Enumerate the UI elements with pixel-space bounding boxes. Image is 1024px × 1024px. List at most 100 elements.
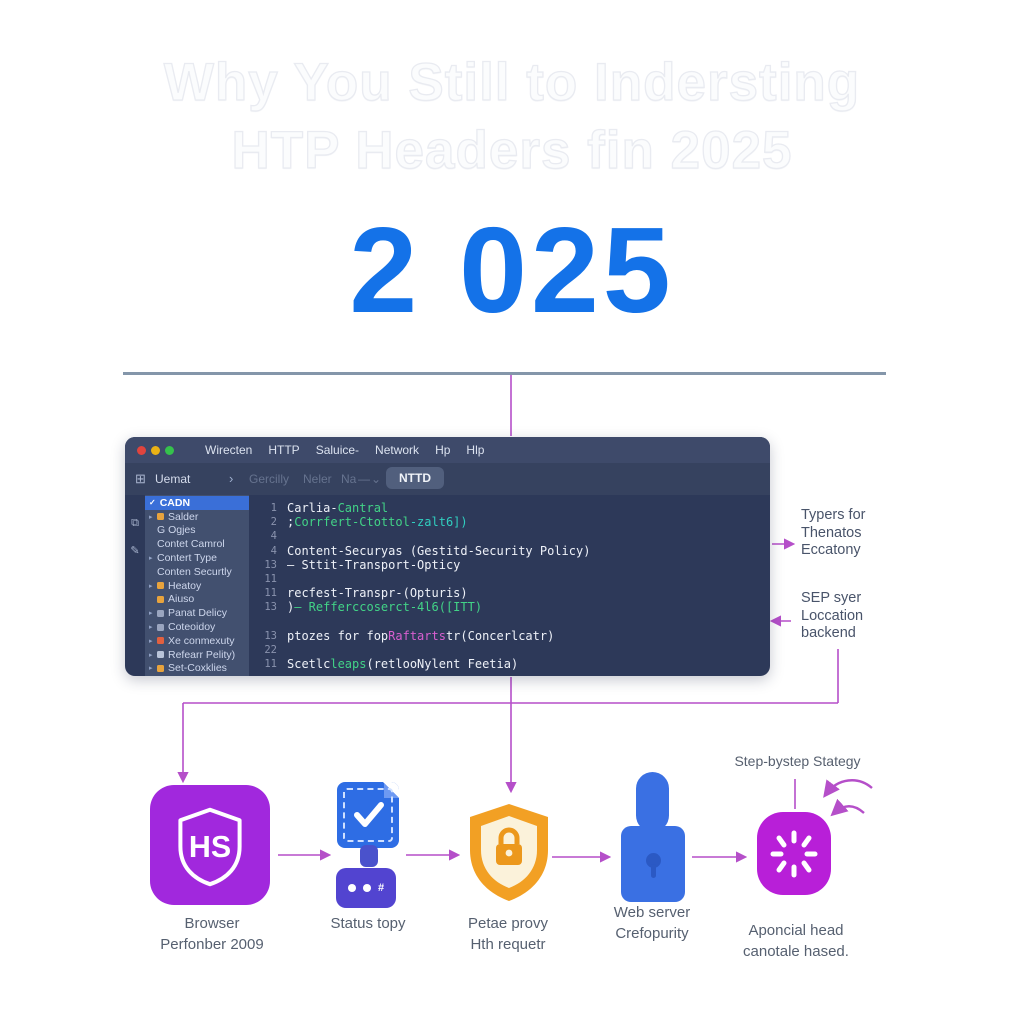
year-headline: 2 025 xyxy=(349,202,675,338)
sidebar-item[interactable]: G Ogjes xyxy=(145,524,249,538)
sidebar-item[interactable]: ▸ Salder xyxy=(145,510,249,524)
sidebar-item-label: Xe conmexuty xyxy=(168,634,235,647)
close-window-icon[interactable] xyxy=(137,445,146,455)
chevron-right-icon: ▸ xyxy=(149,665,153,673)
line-number: 13 xyxy=(264,601,277,614)
line-number: 13 xyxy=(264,629,277,642)
sidebar-item[interactable]: ✓CADN xyxy=(145,496,249,510)
sidebar-item[interactable]: ▸ Set-Coxklies xyxy=(145,662,249,676)
browser-label-line2: Perfonber 2009 xyxy=(160,936,264,953)
line-number: 11 xyxy=(264,658,277,671)
annotation-line: backend xyxy=(801,625,856,641)
toolbar-filter[interactable]: Gercilly xyxy=(249,472,290,486)
code-token: -zalt6]) xyxy=(409,515,468,530)
toolbar-filter[interactable]: — xyxy=(358,472,370,486)
code-token: ; xyxy=(287,515,295,530)
sidebar-item-label: Salder xyxy=(168,510,199,523)
nttd-button[interactable]: NTTD xyxy=(386,467,444,489)
sidebar-item[interactable]: Contet Camrol xyxy=(145,537,249,551)
sidebar-item[interactable]: Conten Securtly xyxy=(145,565,249,579)
browser-node[interactable]: HS xyxy=(150,785,270,905)
export-icon[interactable]: ⧉ xyxy=(131,517,139,529)
pencil-icon[interactable]: ✎ xyxy=(130,545,140,557)
line-number: 11 xyxy=(264,587,277,600)
code-token: leaps xyxy=(330,657,367,672)
menu-item[interactable]: Hp xyxy=(435,443,451,457)
menu-item[interactable]: Hlp xyxy=(466,443,485,457)
chevron-right-icon: ▸ xyxy=(149,513,153,521)
chevron-right-icon: ▸ xyxy=(149,651,153,659)
code-line: 13— Sttit-Transport-Opticy xyxy=(255,558,770,572)
proxy-node[interactable] xyxy=(464,800,554,909)
menubar: Wirecten HTTP Saluice- Network Hp Hlp xyxy=(205,443,484,457)
annotation-line: Typers for xyxy=(801,507,866,523)
sidebar-item[interactable]: ▸Contert Type xyxy=(145,551,249,565)
grid-icon: ⊞ xyxy=(135,471,146,486)
section-divider xyxy=(123,372,886,375)
code-line: 4 xyxy=(255,529,770,543)
sidebar-item-label: G Ogjes xyxy=(157,524,196,537)
annotation-line: SEP syer xyxy=(801,590,862,606)
sidebar-item-label: Refearr Pelity) xyxy=(168,648,236,661)
menu-item[interactable]: Wirecten xyxy=(205,443,253,457)
dot-icon xyxy=(362,884,371,892)
sidebar-item-label: Coteoidoy xyxy=(168,621,216,634)
sidebar-item[interactable]: ▸ Refearr Pelity) xyxy=(145,648,249,662)
code-token: (retlooNylent Feetia) xyxy=(366,657,519,672)
code-token: ptozes for fop xyxy=(287,628,389,643)
annotation-line: Eccatony xyxy=(801,542,861,558)
folder-icon xyxy=(157,595,164,603)
ghost-title-line1: Why You Still to Indersting xyxy=(163,52,861,112)
folder-icon xyxy=(157,513,164,521)
chevron-right-icon[interactable]: › xyxy=(229,471,234,486)
check-icon: ✓ xyxy=(149,498,156,508)
header-label-line1: Aponcial head xyxy=(748,922,844,939)
sidebar-item[interactable]: ▸Coteoidoy xyxy=(145,620,249,634)
browser-label-line1: Browser xyxy=(184,915,240,932)
chevron-right-icon: ▸ xyxy=(149,555,153,563)
annotation-line: Loccation xyxy=(801,607,864,624)
webserver-label-line2: Crefopurity xyxy=(615,925,689,942)
folder-icon xyxy=(157,651,164,659)
code-token: — Sttit-Transport-Opticy xyxy=(287,557,461,572)
code-token: Scetlc xyxy=(287,657,331,672)
menu-item[interactable]: HTTP xyxy=(268,443,300,457)
chevron-right-icon: ▸ xyxy=(149,637,153,645)
sidebar-item-label: Panat Delicy xyxy=(168,607,227,620)
toolbar-filter[interactable]: Na xyxy=(341,472,357,486)
maximize-window-icon[interactable] xyxy=(165,445,174,455)
status-node[interactable] xyxy=(337,782,399,848)
code-line: 11 xyxy=(255,572,770,586)
chevron-right-icon: ▸ xyxy=(149,610,153,618)
sidebar-item[interactable]: ▸ Panat Delicy xyxy=(145,606,249,620)
chevron-down-icon[interactable]: ⌄ xyxy=(371,472,382,486)
svg-text:HS: HS xyxy=(189,830,231,864)
menu-item[interactable]: Saluice- xyxy=(315,443,360,457)
hash-icon: # xyxy=(377,882,385,894)
sidebar-item[interactable]: ▸ Xe conmexuty xyxy=(145,634,249,648)
status-label-line1: Status topy xyxy=(330,915,406,932)
code-line: 13) — Refferccoserct-4l6([ITT) xyxy=(255,600,770,614)
header-strategy-node[interactable] xyxy=(757,812,831,895)
folder-icon xyxy=(157,609,164,617)
code-line: 2; Corrfert-Ctottol-zalt6]) xyxy=(255,515,770,529)
line-number: 11 xyxy=(264,573,277,586)
toolbar-filter[interactable]: Neler xyxy=(303,472,332,486)
sidebar-item[interactable]: ▸Heatoy xyxy=(145,579,249,593)
proxy-label-line2: Hth requetr xyxy=(470,936,546,953)
panel-title: Uemat xyxy=(155,472,191,486)
padlock-shackle xyxy=(636,772,669,832)
folder-icon xyxy=(157,664,164,672)
sidebar-item[interactable]: Aiuso xyxy=(145,593,249,607)
code-token: ) xyxy=(287,600,295,615)
hs-shield-icon: HS xyxy=(178,807,242,887)
minimize-window-icon[interactable] xyxy=(151,445,160,455)
sidebar-item-label: Set-Coxklies xyxy=(168,662,227,675)
webserver-node[interactable] xyxy=(621,826,685,902)
code-line xyxy=(255,615,770,629)
menu-item[interactable]: Network xyxy=(375,443,420,457)
